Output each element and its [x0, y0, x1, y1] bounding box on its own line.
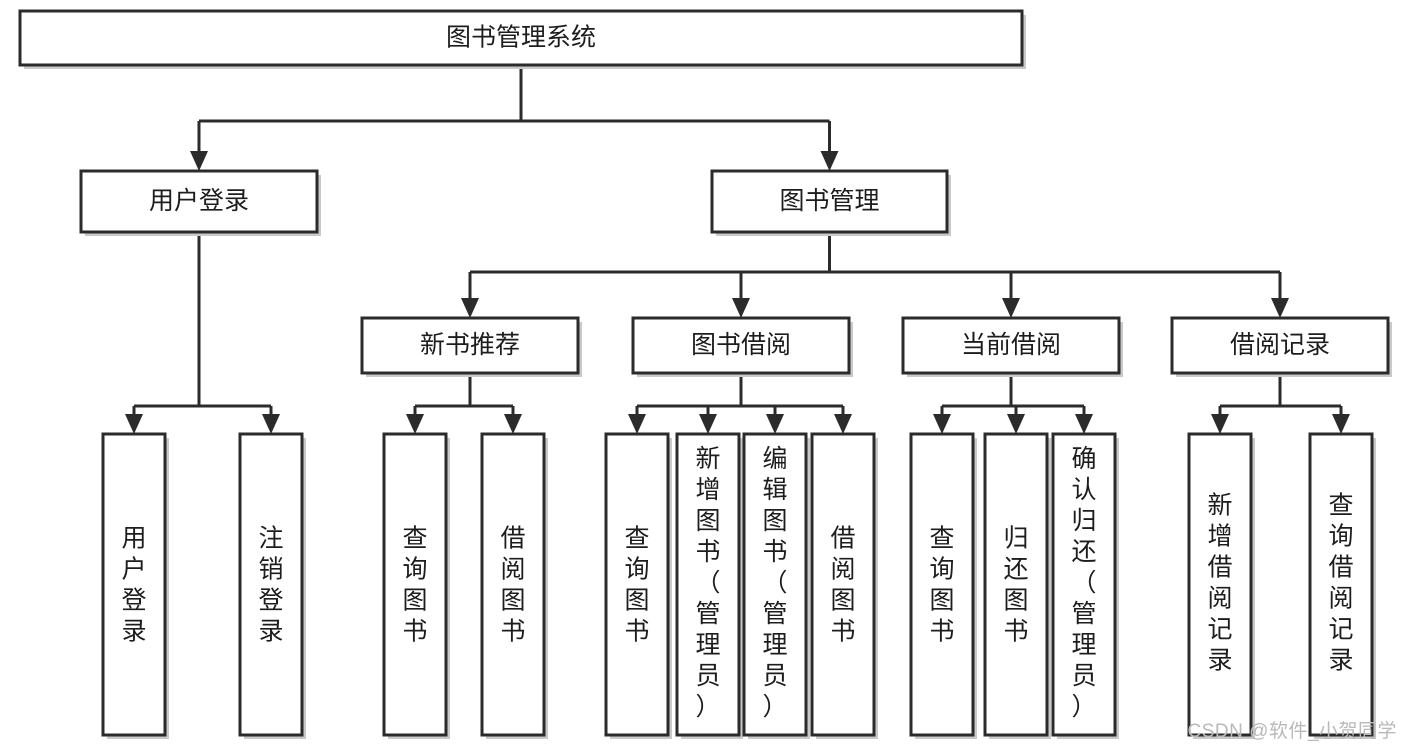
- node-book-borrow[interactable]: 图书借阅: [631, 316, 853, 377]
- node-box[interactable]: [675, 432, 741, 737]
- node-label: 用户登录: [121, 525, 146, 646]
- arrow-head-icon: [190, 151, 208, 171]
- node-box[interactable]: [909, 432, 975, 737]
- node-label: 查询图书: [929, 525, 954, 646]
- node-box[interactable]: [1187, 432, 1253, 737]
- node-leaf-query-record[interactable]: 查询借阅记录: [1308, 432, 1376, 739]
- connector-group-book-manage: [461, 232, 1289, 318]
- arrow-head-icon: [1332, 414, 1350, 434]
- node-box[interactable]: [810, 432, 876, 737]
- node-leaf-edit-book[interactable]: 编辑图书（管理员）: [742, 432, 810, 739]
- node-label: 新增图书（管理员）: [695, 445, 720, 721]
- node-label: 查询图书: [624, 525, 649, 646]
- node-leaf-query-book-1[interactable]: 查询图书: [382, 432, 450, 739]
- connector-group-user-login: [125, 232, 280, 434]
- node-label: 查询借阅记录: [1328, 492, 1353, 675]
- connector-group-root: [190, 65, 839, 171]
- arrow-head-icon: [1211, 414, 1229, 434]
- arrow-head-icon: [406, 414, 424, 434]
- node-leaf-query-book-2[interactable]: 查询图书: [604, 432, 672, 739]
- arrow-head-icon: [1002, 298, 1020, 318]
- node-box[interactable]: [631, 316, 851, 375]
- connector-group-current-borrow: [933, 373, 1093, 434]
- node-leaf-add-record[interactable]: 新增借阅记录: [1187, 432, 1255, 739]
- node-label: 图书管理: [779, 187, 879, 215]
- arrow-head-icon: [1271, 298, 1289, 318]
- node-user-login[interactable]: 用户登录: [79, 169, 321, 236]
- node-label: 借阅图书: [830, 525, 855, 646]
- node-label: 新书推荐: [420, 331, 520, 359]
- node-box[interactable]: [983, 432, 1049, 737]
- node-label: 编辑图书（管理员）: [762, 445, 787, 721]
- connector-group-borrow-record: [1211, 373, 1350, 434]
- connector-group-book-borrow: [628, 373, 852, 434]
- node-label: 用户登录: [149, 187, 249, 215]
- arrow-head-icon: [834, 414, 852, 434]
- node-box[interactable]: [18, 9, 1024, 67]
- arrow-head-icon: [1007, 414, 1025, 434]
- node-box[interactable]: [1051, 432, 1117, 737]
- node-label: 查询图书: [402, 525, 427, 646]
- node-box[interactable]: [101, 432, 167, 737]
- connector-layer: [125, 65, 1350, 434]
- node-box[interactable]: [901, 316, 1121, 375]
- node-label: 当前借阅: [961, 331, 1061, 359]
- node-borrow-record[interactable]: 借阅记录: [1170, 316, 1392, 377]
- node-label: 确认归还（管理员）: [1071, 445, 1096, 721]
- node-leaf-query-book-3[interactable]: 查询图书: [909, 432, 977, 739]
- arrow-head-icon: [628, 414, 646, 434]
- node-current-borrow[interactable]: 当前借阅: [901, 316, 1123, 377]
- node-box[interactable]: [604, 432, 670, 737]
- node-leaf-logout[interactable]: 注销登录: [238, 432, 306, 739]
- arrow-head-icon: [732, 298, 750, 318]
- node-layer: 图书管理系统用户登录图书管理新书推荐图书借阅当前借阅借阅记录用户登录注销登录查询…: [18, 9, 1392, 739]
- arrow-head-icon: [820, 151, 839, 171]
- arrow-head-icon: [125, 414, 143, 434]
- node-label: 借阅图书: [500, 525, 525, 646]
- node-box[interactable]: [1308, 432, 1374, 737]
- arrow-head-icon: [933, 414, 951, 434]
- arrow-head-icon: [262, 414, 280, 434]
- node-box[interactable]: [742, 432, 808, 737]
- node-box[interactable]: [710, 169, 949, 234]
- node-box[interactable]: [360, 316, 580, 375]
- node-leaf-confirm-return[interactable]: 确认归还（管理员）: [1051, 432, 1119, 739]
- node-label: 图书借阅: [691, 331, 791, 359]
- node-root[interactable]: 图书管理系统: [18, 9, 1026, 69]
- node-leaf-return-book[interactable]: 归还图书: [983, 432, 1051, 739]
- node-label: 注销登录: [258, 525, 283, 646]
- arrow-head-icon: [1075, 414, 1093, 434]
- node-box[interactable]: [480, 432, 546, 737]
- node-leaf-add-book[interactable]: 新增图书（管理员）: [675, 432, 743, 739]
- arrow-head-icon: [699, 414, 717, 434]
- connector-group-new-book-rec: [406, 373, 522, 434]
- arrow-head-icon: [461, 298, 479, 318]
- arrow-head-icon: [766, 414, 784, 434]
- node-leaf-borrow-book-1[interactable]: 借阅图书: [480, 432, 548, 739]
- node-box[interactable]: [382, 432, 448, 737]
- node-box[interactable]: [1170, 316, 1390, 375]
- node-label: 借阅记录: [1230, 331, 1330, 359]
- node-label: 图书管理系统: [446, 24, 596, 52]
- arrow-head-icon: [504, 414, 522, 434]
- node-new-book-rec[interactable]: 新书推荐: [360, 316, 582, 377]
- node-label: 新增借阅记录: [1207, 492, 1232, 675]
- node-box[interactable]: [79, 169, 319, 234]
- node-book-manage[interactable]: 图书管理: [710, 169, 951, 236]
- node-leaf-user-login[interactable]: 用户登录: [101, 432, 169, 739]
- node-box[interactable]: [238, 432, 304, 737]
- node-leaf-borrow-book-2[interactable]: 借阅图书: [810, 432, 878, 739]
- node-label: 归还图书: [1003, 525, 1028, 646]
